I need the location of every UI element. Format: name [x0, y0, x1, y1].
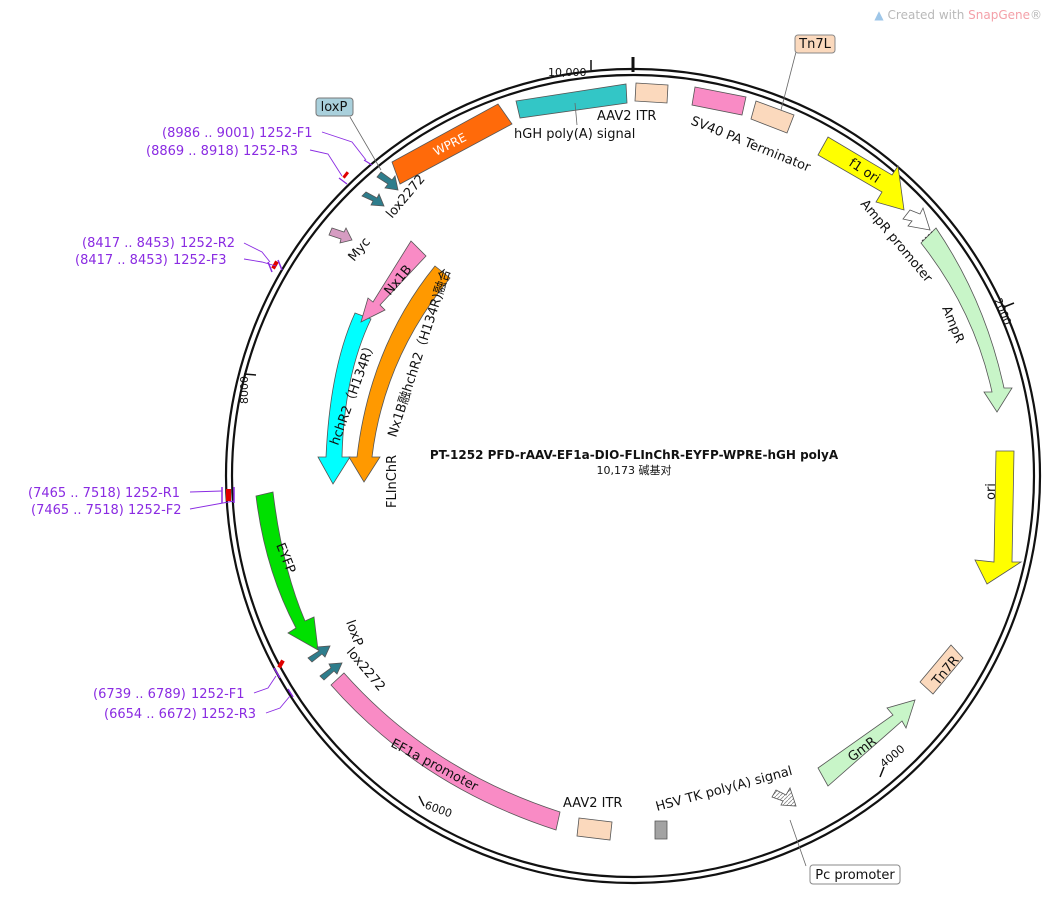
feature-nx1b-hchr2-fusion[interactable]: [348, 265, 451, 483]
primer-tick: [338, 177, 348, 185]
feature-ori[interactable]: [974, 450, 1023, 585]
feature-eyfp[interactable]: [255, 491, 319, 651]
primer-name: 1252-F1: [259, 126, 313, 141]
primer-name: 1252-F2: [128, 503, 182, 518]
tick-mark: [243, 373, 257, 376]
primer-range: (8417 .. 8453): [82, 236, 175, 251]
feature-nx1b[interactable]: [360, 240, 427, 323]
site-marker: [342, 171, 350, 179]
primer-name: 1252-R1: [125, 486, 180, 501]
feature-aav2-itr-top-label: AAV2 ITR: [597, 109, 656, 124]
feature-loxp-top[interactable]: [376, 171, 399, 191]
feature-pc-promoter-tag: [809, 864, 901, 885]
primer-tick: [273, 667, 281, 679]
feature-loxp-top-tag: [315, 97, 354, 117]
tick-label: 6000: [423, 799, 454, 821]
primer-tick: [287, 688, 294, 698]
feature-sv40-pa[interactable]: [691, 86, 747, 116]
tick-mark: [418, 795, 425, 807]
feature-lox2272-top[interactable]: [361, 191, 385, 207]
feature-wpre[interactable]: [391, 103, 513, 185]
feature-loxp-bottom-label: loxP: [342, 618, 365, 648]
primer-range: (7465 .. 7518): [28, 486, 121, 501]
watermark-brand: SnapGene: [968, 8, 1030, 22]
feature-pc-promoter[interactable]: [771, 787, 797, 807]
plasmid-size: 10,173 碱基对: [597, 463, 672, 477]
primer-range: (7465 .. 7518): [31, 503, 124, 518]
tick-label: 8000: [238, 376, 251, 404]
primer-name: 1252-F3: [173, 253, 227, 268]
leader-line: [574, 102, 578, 126]
watermark-mark: ®: [1030, 8, 1042, 22]
feature-flinchr-label: FLInChR: [385, 455, 400, 508]
snapgene-watermark: ▲Created with SnapGene®: [874, 8, 1042, 22]
primer-tick: [363, 159, 373, 166]
feature-ampr-promoter[interactable]: [902, 206, 931, 231]
primer-sites: [221, 159, 373, 698]
feature-hchr2[interactable]: [317, 312, 372, 485]
feature-f1-ori[interactable]: [817, 136, 905, 211]
feature-myc[interactable]: [328, 227, 353, 244]
feature-tn7l-tag: [794, 34, 836, 54]
primer-name: 1252-R3: [243, 144, 298, 159]
backbone-inner-circle: [230, 73, 1036, 879]
watermark-prefix: Created with: [887, 8, 969, 22]
primer-name: 1252-R2: [180, 236, 235, 251]
tick-label: 2000: [991, 296, 1014, 327]
feature-hsv-tk-polya-label: HSV TK poly(A) signal: [654, 764, 794, 815]
primer-name: 1252-F1: [191, 687, 245, 702]
feature-pc-promoter-label: Pc promoter: [815, 868, 895, 883]
feature-ef1a-promoter-label: EF1a promoter: [388, 736, 481, 795]
feature-hgh-polya-label: hGH poly(A) signal: [514, 127, 635, 142]
primer-name: 1252-R3: [201, 707, 256, 722]
feature-ampr-label: AmpR: [938, 304, 966, 346]
feature-aav2-itr-bottom-label: AAV2 ITR: [563, 796, 622, 811]
feature-aav2-itr-bottom[interactable]: [576, 817, 613, 841]
primer-range: (6739 .. 6789): [93, 687, 186, 702]
site-marker: [277, 659, 285, 669]
leader-line: [349, 116, 382, 171]
feature-tn7r[interactable]: [919, 644, 964, 695]
tick-mark: [1003, 302, 1015, 308]
feature-gmr[interactable]: [817, 699, 916, 787]
feature-sv40-pa-label: SV40 PA Terminator: [689, 114, 814, 176]
feature-lox2272-bottom[interactable]: [319, 662, 343, 681]
tick-label: 4000: [878, 742, 908, 770]
feature-loxp-bottom[interactable]: [307, 645, 331, 663]
feature-hsv-tk-polya[interactable]: [654, 820, 668, 840]
feature-hgh-polya[interactable]: [515, 83, 628, 119]
primer-range: (6654 .. 6672): [104, 707, 197, 722]
feature-ampr-dashes: [921, 229, 935, 242]
snapgene-logo-icon: ▲: [874, 8, 884, 22]
feature-ampr[interactable]: [920, 227, 1013, 413]
tick-label: 10,000: [548, 66, 587, 79]
feature-ori-label: ori: [984, 483, 999, 500]
primer-range: (8417 .. 8453): [75, 253, 168, 268]
feature-aav2-itr-top[interactable]: [634, 82, 669, 104]
plasmid-name: PT-1252 PFD-rAAV-EF1a-DIO-FLInChR-EYFP-W…: [430, 448, 839, 462]
feature-ef1a-promoter[interactable]: [330, 672, 561, 831]
leader-line: [789, 819, 807, 867]
feature-tn7l-label: Tn7L: [798, 37, 831, 52]
primer-range: (8869 .. 8918): [146, 144, 239, 159]
primer-labels: (8986 .. 9001) 1252-F1 (8869 .. 8918) 12…: [28, 126, 313, 722]
primer-range: (8986 .. 9001): [162, 126, 255, 141]
primer-leaders: [189, 131, 367, 714]
tick-mark: [879, 766, 885, 778]
feature-tn7l[interactable]: [750, 100, 795, 134]
site-marker: [226, 489, 231, 501]
leader-line: [780, 51, 797, 111]
feature-loxp-top-label: loxP: [321, 100, 348, 115]
primer-tick: [277, 259, 283, 271]
site-marker: [271, 260, 279, 270]
